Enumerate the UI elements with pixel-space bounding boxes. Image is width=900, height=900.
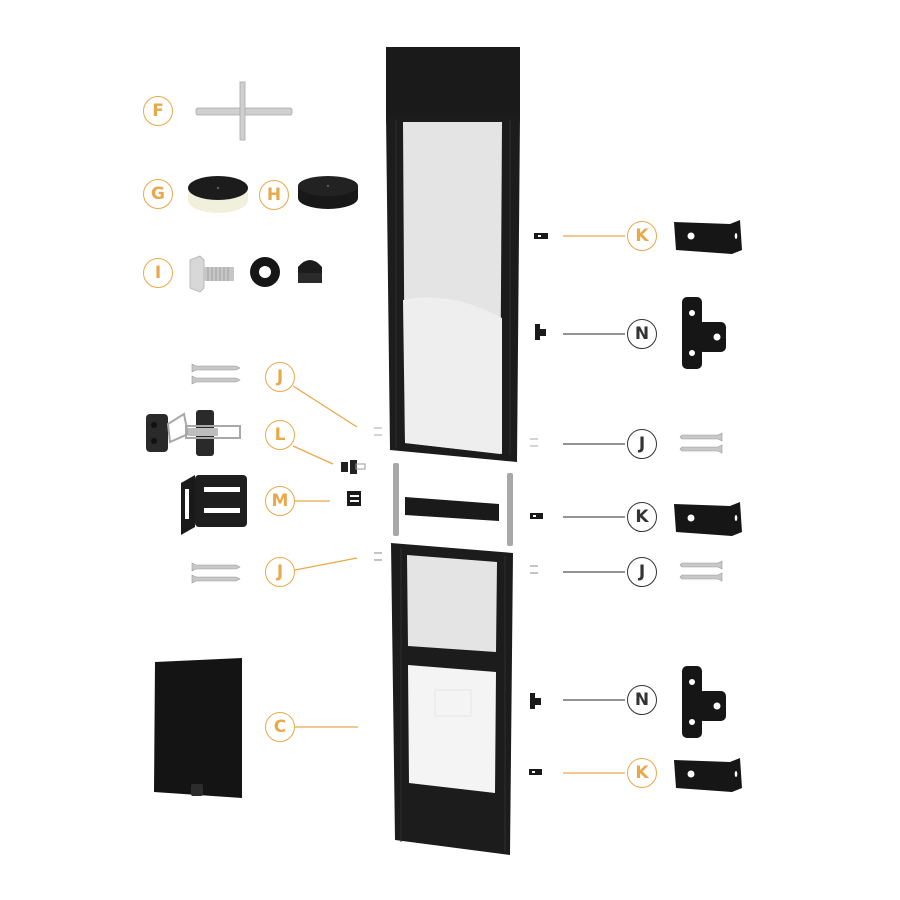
callout-h: H bbox=[259, 180, 289, 210]
callout-j-right-lower: J bbox=[627, 557, 657, 587]
bracket-small-k1-icon bbox=[534, 233, 548, 239]
callout-label: K bbox=[635, 763, 649, 783]
callout-n-lower: N bbox=[627, 685, 657, 715]
callout-m: M bbox=[265, 486, 295, 516]
t-bracket-upper-icon bbox=[682, 297, 726, 369]
closing-panel-icon bbox=[154, 658, 242, 798]
bracket-small-n2-icon bbox=[530, 693, 541, 709]
keeper-bracket-icon bbox=[181, 475, 247, 535]
screws-lower-left-icon bbox=[191, 562, 241, 584]
washer-icon bbox=[250, 257, 280, 287]
callout-label: L bbox=[274, 425, 286, 445]
cross-wrench-icon bbox=[195, 81, 293, 141]
callout-j-right-upper: J bbox=[627, 429, 657, 459]
callout-j-lower-left: J bbox=[265, 557, 295, 587]
foam-roll-backed-icon bbox=[188, 176, 248, 213]
screws-right-lower-icon bbox=[679, 560, 723, 582]
t-bracket-lower-icon bbox=[682, 666, 726, 738]
bracket-small-k2-icon bbox=[530, 513, 543, 519]
callout-label: J bbox=[638, 562, 646, 582]
bracket-small-n1-icon bbox=[535, 324, 546, 340]
bolt-icon bbox=[189, 255, 234, 293]
callout-label: J bbox=[638, 434, 646, 454]
keeper-small-icon bbox=[347, 491, 361, 506]
foam-roll-black-icon bbox=[298, 176, 358, 209]
callout-f: F bbox=[143, 96, 173, 126]
angle-bracket-top-icon bbox=[674, 220, 742, 254]
callout-label: C bbox=[273, 717, 287, 737]
callout-n-upper: N bbox=[627, 319, 657, 349]
callout-label: N bbox=[634, 690, 650, 710]
tiny-screws-left-upper-icon bbox=[374, 427, 382, 436]
tiny-screws-right-lower-icon bbox=[530, 565, 538, 574]
angle-bracket-bottom-icon bbox=[674, 758, 742, 792]
tiny-screws-left-lower-icon bbox=[374, 552, 382, 561]
callout-label: F bbox=[152, 101, 164, 121]
angle-bracket-middle-icon bbox=[674, 502, 742, 536]
callout-k-top: K bbox=[627, 221, 657, 251]
callout-label: K bbox=[635, 507, 649, 527]
callout-label: G bbox=[151, 184, 165, 204]
callout-l: L bbox=[265, 420, 295, 450]
bracket-small-k3-icon bbox=[529, 769, 542, 775]
tiny-screws-right-upper-icon bbox=[530, 438, 538, 447]
callout-label: H bbox=[266, 185, 282, 205]
callout-label: J bbox=[276, 367, 284, 387]
screws-right-upper-icon bbox=[679, 432, 723, 454]
latch-small-icon bbox=[341, 460, 366, 474]
callout-label: M bbox=[271, 491, 289, 511]
callout-j-upper-left: J bbox=[265, 362, 295, 392]
callout-i: I bbox=[143, 258, 173, 288]
cap-nut-icon bbox=[298, 260, 322, 283]
latch-icon bbox=[146, 410, 241, 456]
callout-k-bottom: K bbox=[627, 758, 657, 788]
callout-c: C bbox=[265, 712, 295, 742]
callout-label: N bbox=[634, 324, 650, 344]
callout-g: G bbox=[143, 179, 173, 209]
callout-label: J bbox=[276, 562, 284, 582]
callout-label: K bbox=[635, 226, 649, 246]
callout-label: I bbox=[154, 263, 162, 283]
screws-upper-left-icon bbox=[191, 363, 241, 385]
callout-k-middle: K bbox=[627, 502, 657, 532]
